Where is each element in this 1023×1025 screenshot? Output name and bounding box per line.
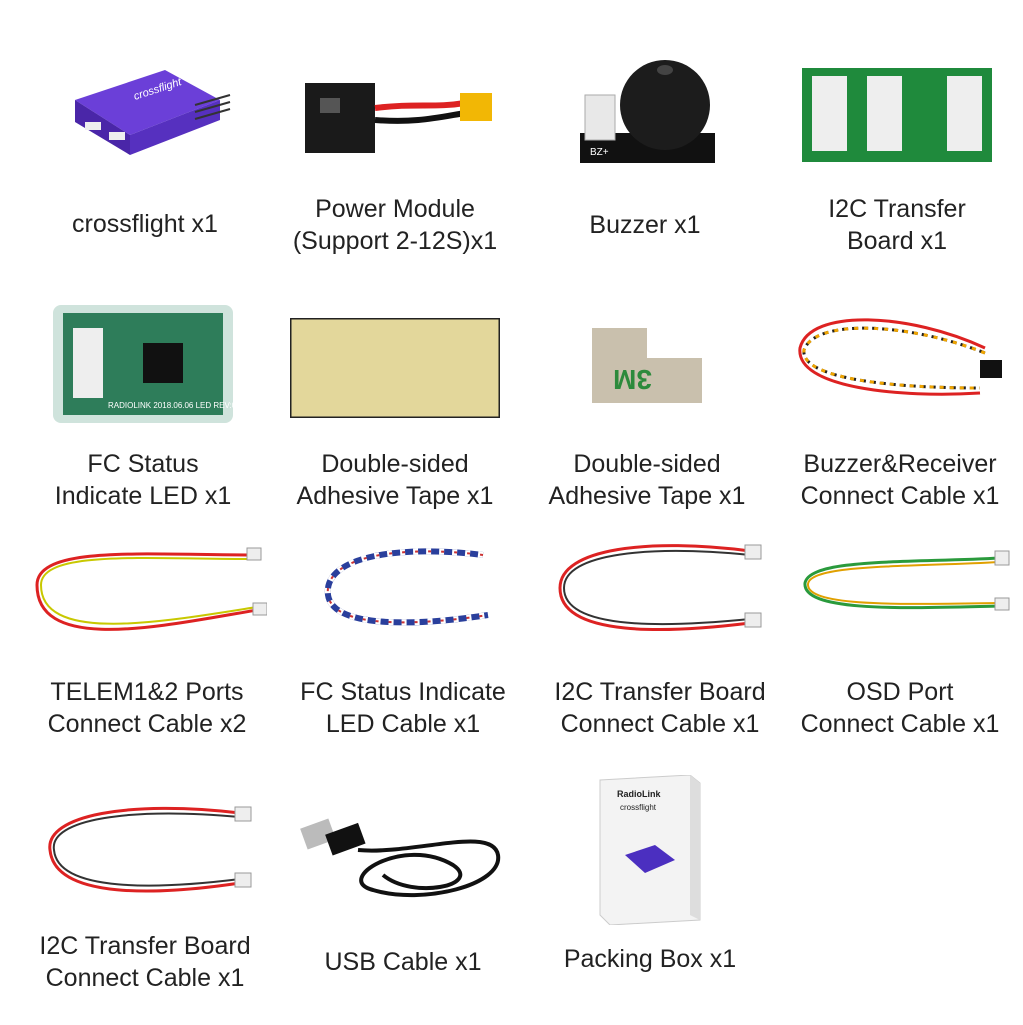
label-line: FC Status bbox=[87, 450, 199, 478]
label-line: Adhesive Tape x1 bbox=[296, 482, 494, 510]
led-board-marking: RADIOLINK 2018.06.06 LED REV:01 bbox=[108, 401, 238, 410]
label-line: Connect Cable x1 bbox=[800, 710, 1000, 738]
item-label: Packing Box x1 bbox=[515, 943, 785, 975]
i2c-board-image bbox=[772, 66, 1022, 164]
box-brand-logo: RadioLink bbox=[617, 789, 661, 799]
label-line: OSD Port bbox=[846, 678, 954, 706]
adhesive-tape-image bbox=[270, 318, 520, 418]
label-line: FC Status Indicate bbox=[300, 678, 506, 706]
label-line: Indicate LED x1 bbox=[54, 482, 232, 510]
usb-cable-image bbox=[278, 815, 528, 910]
label-line: Board x1 bbox=[846, 227, 948, 255]
buzzer-marking: BZ+ bbox=[590, 147, 609, 158]
label-line: Adhesive Tape x1 bbox=[548, 482, 746, 510]
item-label: Power Module (Support 2-12S)x1 bbox=[260, 193, 530, 257]
telem-cable-image bbox=[22, 545, 272, 645]
i2c-cable-image bbox=[20, 805, 270, 900]
label-line: I2C Transfer Board bbox=[39, 932, 251, 960]
label-line: Packing Box x1 bbox=[563, 945, 737, 973]
label-line: I2C Transfer Board bbox=[554, 678, 766, 706]
label-line: I2C Transfer bbox=[828, 195, 966, 223]
box-product-name: crossflight bbox=[620, 803, 657, 812]
3m-logo: 3M bbox=[613, 364, 652, 395]
label-line: (Support 2-12S)x1 bbox=[292, 227, 498, 255]
osd-cable-image bbox=[775, 548, 1023, 628]
crossflight-flight-controller-image: crossflight bbox=[20, 60, 270, 160]
power-module-image bbox=[270, 78, 520, 158]
label-line: Connect Cable x1 bbox=[45, 964, 245, 992]
led-cable-image bbox=[278, 545, 528, 635]
packing-box-image: RadioLink crossflight bbox=[525, 775, 775, 925]
3m-tape-image: 3M bbox=[522, 328, 772, 406]
item-label: USB Cable x1 bbox=[268, 946, 538, 978]
fc-status-led-image: RADIOLINK 2018.06.06 LED REV:01 bbox=[18, 303, 268, 425]
label-line: USB Cable x1 bbox=[324, 948, 482, 976]
label-line: crossflight x1 bbox=[72, 210, 218, 238]
item-label: Buzzer x1 bbox=[510, 209, 780, 241]
i2c-cable-image bbox=[535, 543, 785, 638]
item-label: crossflight x1 bbox=[10, 208, 280, 240]
label-line: Double-sided bbox=[573, 450, 721, 478]
label-line: Connect Cable x2 bbox=[47, 710, 247, 738]
label-line: TELEM1&2 Ports bbox=[50, 678, 244, 706]
label-line: Connect Cable x1 bbox=[560, 710, 760, 738]
label-line: Buzzer x1 bbox=[589, 211, 701, 239]
label-line: Double-sided bbox=[321, 450, 469, 478]
label-line: Buzzer&Receiver bbox=[803, 450, 997, 478]
buzzer-image: BZ+ bbox=[520, 45, 770, 170]
label-line: Power Module bbox=[315, 195, 475, 223]
label-line: LED Cable x1 bbox=[325, 710, 481, 738]
label-line: Connect Cable x1 bbox=[800, 482, 1000, 510]
buzzer-receiver-cable-image bbox=[775, 318, 1023, 403]
